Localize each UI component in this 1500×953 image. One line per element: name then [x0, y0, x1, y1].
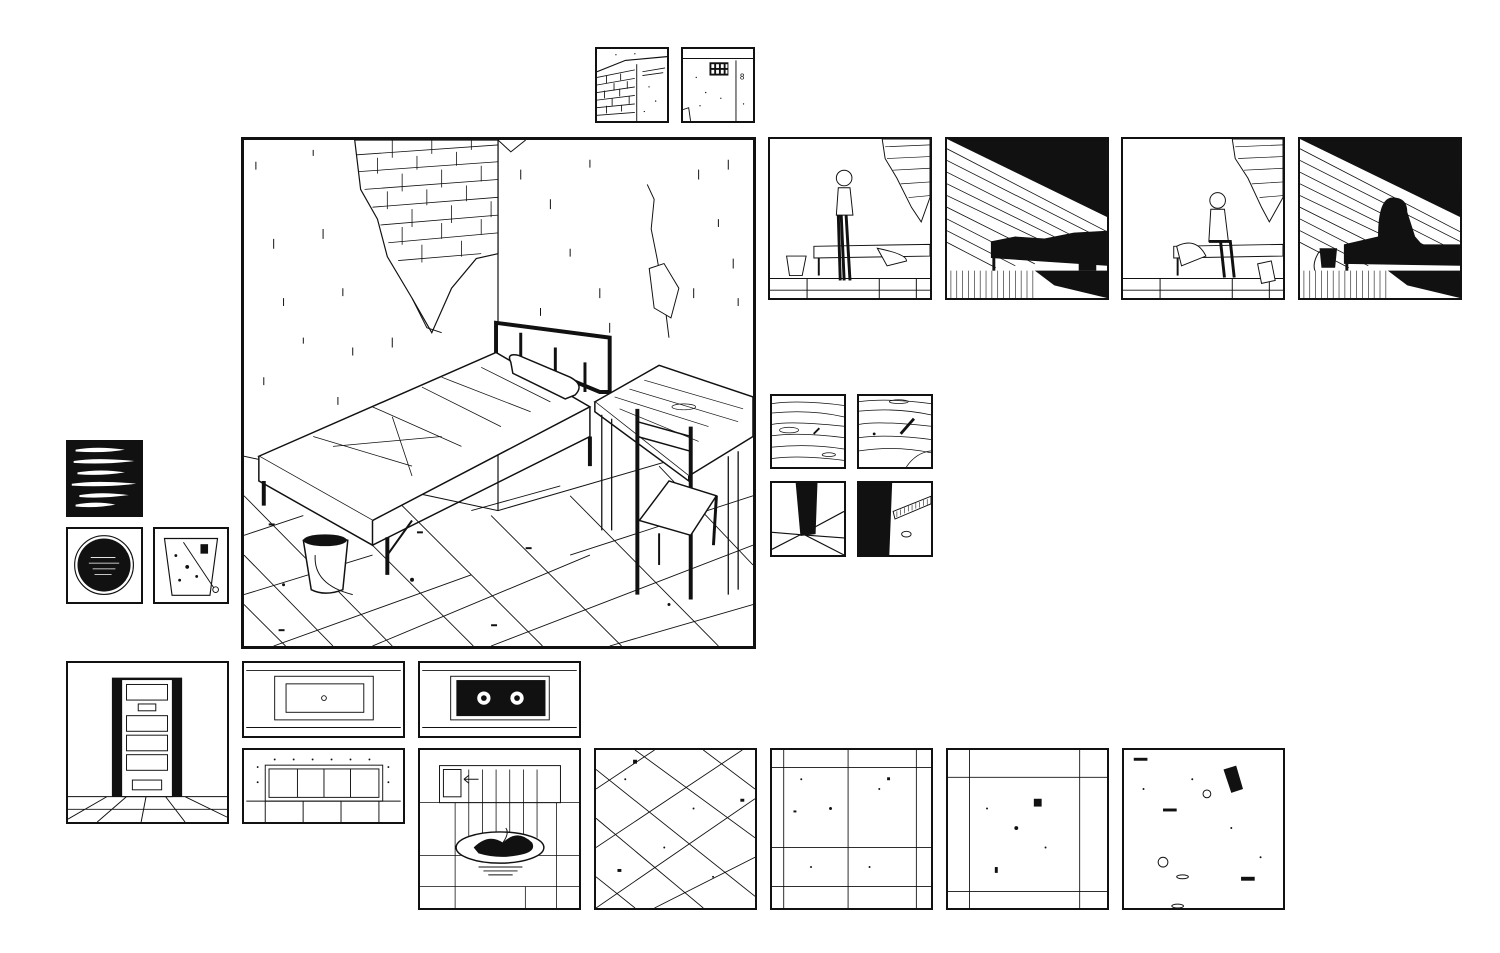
panel-table-leg-floor[interactable]: Table leg on tiled floor — [770, 481, 846, 557]
tile-grid-illustration — [772, 750, 931, 908]
water-ripple-illustration — [71, 447, 137, 508]
tile-close-illustration — [948, 750, 1107, 908]
night-lying-illustration — [947, 139, 1107, 298]
panel-door-front[interactable]: Cell door front view — [66, 661, 229, 824]
door-slot-segments-illustration — [246, 758, 401, 822]
panel-table-leg-comb[interactable]: Table leg with comb and coin — [857, 481, 933, 557]
panel-bowl-slide[interactable]: Bowl of food slid through door — [418, 748, 581, 910]
night-sitting-illustration — [1300, 139, 1460, 298]
panel-wood-grain-2[interactable]: Table wood grain with splinter — [857, 394, 933, 469]
panel-floor-grid[interactable]: Floor tile grid — [770, 748, 933, 910]
barred-window-illustration: 8 — [683, 58, 753, 121]
diagonal-tiles-illustration — [596, 750, 755, 908]
panel-floor-macro[interactable]: Floor macro with debris — [1122, 748, 1285, 910]
brick-corner-illustration — [597, 53, 667, 121]
panel-door-slot-eyes[interactable]: Door slot with eyes peering — [418, 661, 581, 738]
panel-wall-corner-brick[interactable]: Brick wall corner close-up — [595, 47, 669, 123]
prison-cell-illustration — [244, 140, 753, 646]
bowl-slide-illustration — [420, 765, 579, 908]
panel-door-slot-closed[interactable]: Door food slot closed — [242, 661, 405, 738]
panel-prisoner-standing[interactable]: Prisoner standing by bed — [768, 137, 932, 300]
panel-floor-diagonal[interactable]: Diagonal floor tiles — [594, 748, 757, 910]
panel-dark-bed-lying[interactable]: Silhouette lying on bed at night — [945, 137, 1109, 300]
panel-dark-water[interactable]: Dark water ripples — [66, 440, 143, 517]
comb-and-coin-illustration — [859, 483, 931, 555]
panel-dark-bed-sitting[interactable]: Silhouette sitting on bed at night — [1298, 137, 1462, 300]
floor-debris-illustration — [1133, 757, 1262, 908]
door-number: 8 — [740, 72, 745, 81]
bucket-side-illustration — [163, 537, 219, 596]
table-leg-illustration — [772, 483, 844, 555]
cell-door-illustration — [68, 677, 227, 822]
panel-prisoner-sitting[interactable]: Prisoner sitting on bed — [1121, 137, 1285, 300]
prisoner-sitting-illustration — [1123, 139, 1283, 298]
panel-main-cell-room[interactable]: Isometric prison cell: bed, pillow, buck… — [241, 137, 756, 649]
wood-grain-illustration — [772, 401, 844, 461]
prisoner-standing-illustration — [770, 139, 930, 298]
eyes-in-slot-illustration — [422, 670, 577, 728]
panel-bucket-top[interactable]: Bucket viewed from top — [66, 527, 143, 604]
bucket-top-illustration — [74, 535, 134, 595]
panel-cell-door-window[interactable]: Cell door with barred window, number 8 8 — [681, 47, 755, 123]
panel-door-slot-open[interactable]: Door slot panel segments — [242, 748, 405, 824]
panel-floor-close[interactable]: Floor tile close-up — [946, 748, 1109, 910]
wood-splinter-illustration — [859, 399, 931, 467]
door-slot-closed-illustration — [246, 670, 401, 728]
panel-bucket-side[interactable]: Bucket side view with handle — [153, 527, 229, 604]
brick-pattern — [356, 140, 499, 263]
panel-wood-grain-1[interactable]: Table wood grain close-up — [770, 394, 846, 469]
